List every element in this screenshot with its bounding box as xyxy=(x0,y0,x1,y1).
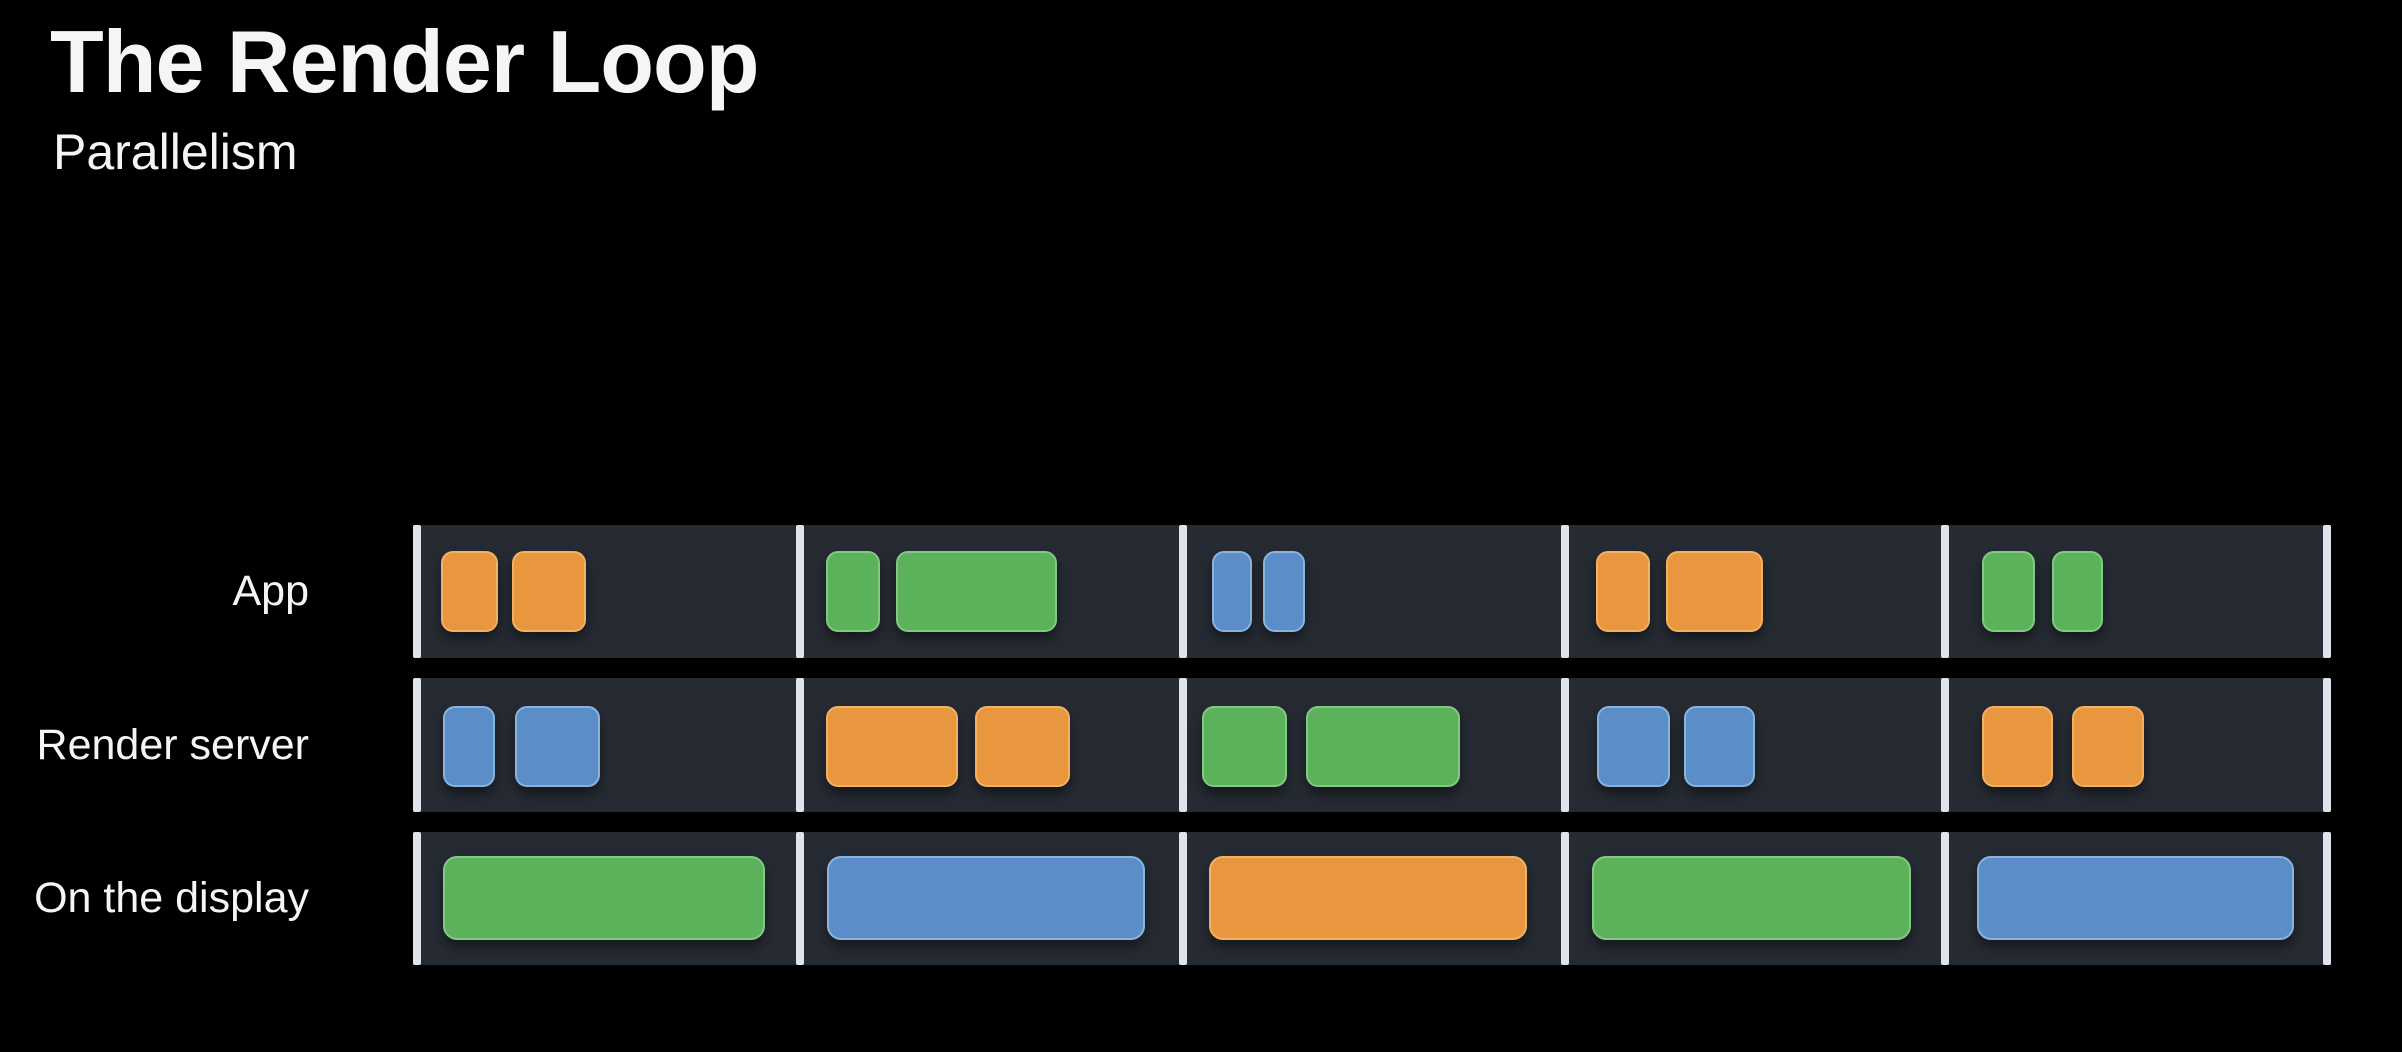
green-work-block xyxy=(1202,706,1287,787)
vsync-line xyxy=(1941,832,1949,965)
orange-work-block xyxy=(1982,706,2053,787)
orange-work-block xyxy=(441,551,498,632)
vsync-line xyxy=(413,525,421,658)
blue-work-block xyxy=(1597,706,1670,787)
orange-work-block xyxy=(1596,551,1650,632)
timeline-band-app xyxy=(413,525,2331,658)
vsync-line xyxy=(1179,525,1187,658)
blue-work-block xyxy=(515,706,600,787)
green-work-block xyxy=(896,551,1057,632)
green-work-block xyxy=(826,551,880,632)
blue-work-block xyxy=(1684,706,1755,787)
vsync-line xyxy=(2323,678,2331,812)
orange-work-block xyxy=(2072,706,2144,787)
vsync-line xyxy=(1941,525,1949,658)
blue-work-block xyxy=(827,856,1145,940)
vsync-line xyxy=(2323,832,2331,965)
vsync-line xyxy=(1561,678,1569,812)
vsync-line xyxy=(2323,525,2331,658)
green-work-block xyxy=(1592,856,1911,940)
vsync-line xyxy=(1561,525,1569,658)
vsync-line xyxy=(1941,678,1949,812)
vsync-line xyxy=(796,525,804,658)
vsync-line xyxy=(413,678,421,812)
orange-work-block xyxy=(975,706,1070,787)
vsync-line xyxy=(1179,832,1187,965)
blue-work-block xyxy=(443,706,495,787)
row-label-app: App xyxy=(232,567,309,615)
row-label-on-the-display: On the display xyxy=(34,874,309,922)
green-work-block xyxy=(1982,551,2035,632)
blue-work-block xyxy=(1977,856,2294,940)
orange-work-block xyxy=(1209,856,1527,940)
green-work-block xyxy=(1306,706,1460,787)
blue-work-block xyxy=(1263,551,1305,632)
slide-subtitle: Parallelism xyxy=(53,124,298,180)
vsync-line xyxy=(413,832,421,965)
row-label-render-server: Render server xyxy=(36,721,309,769)
orange-work-block xyxy=(512,551,586,632)
vsync-line xyxy=(1179,678,1187,812)
green-work-block xyxy=(2052,551,2103,632)
slide-title: The Render Loop xyxy=(50,12,760,111)
green-work-block xyxy=(443,856,765,940)
orange-work-block xyxy=(1666,551,1763,632)
vsync-line xyxy=(796,832,804,965)
blue-work-block xyxy=(1212,551,1252,632)
vsync-line xyxy=(1561,832,1569,965)
vsync-line xyxy=(796,678,804,812)
orange-work-block xyxy=(826,706,958,787)
